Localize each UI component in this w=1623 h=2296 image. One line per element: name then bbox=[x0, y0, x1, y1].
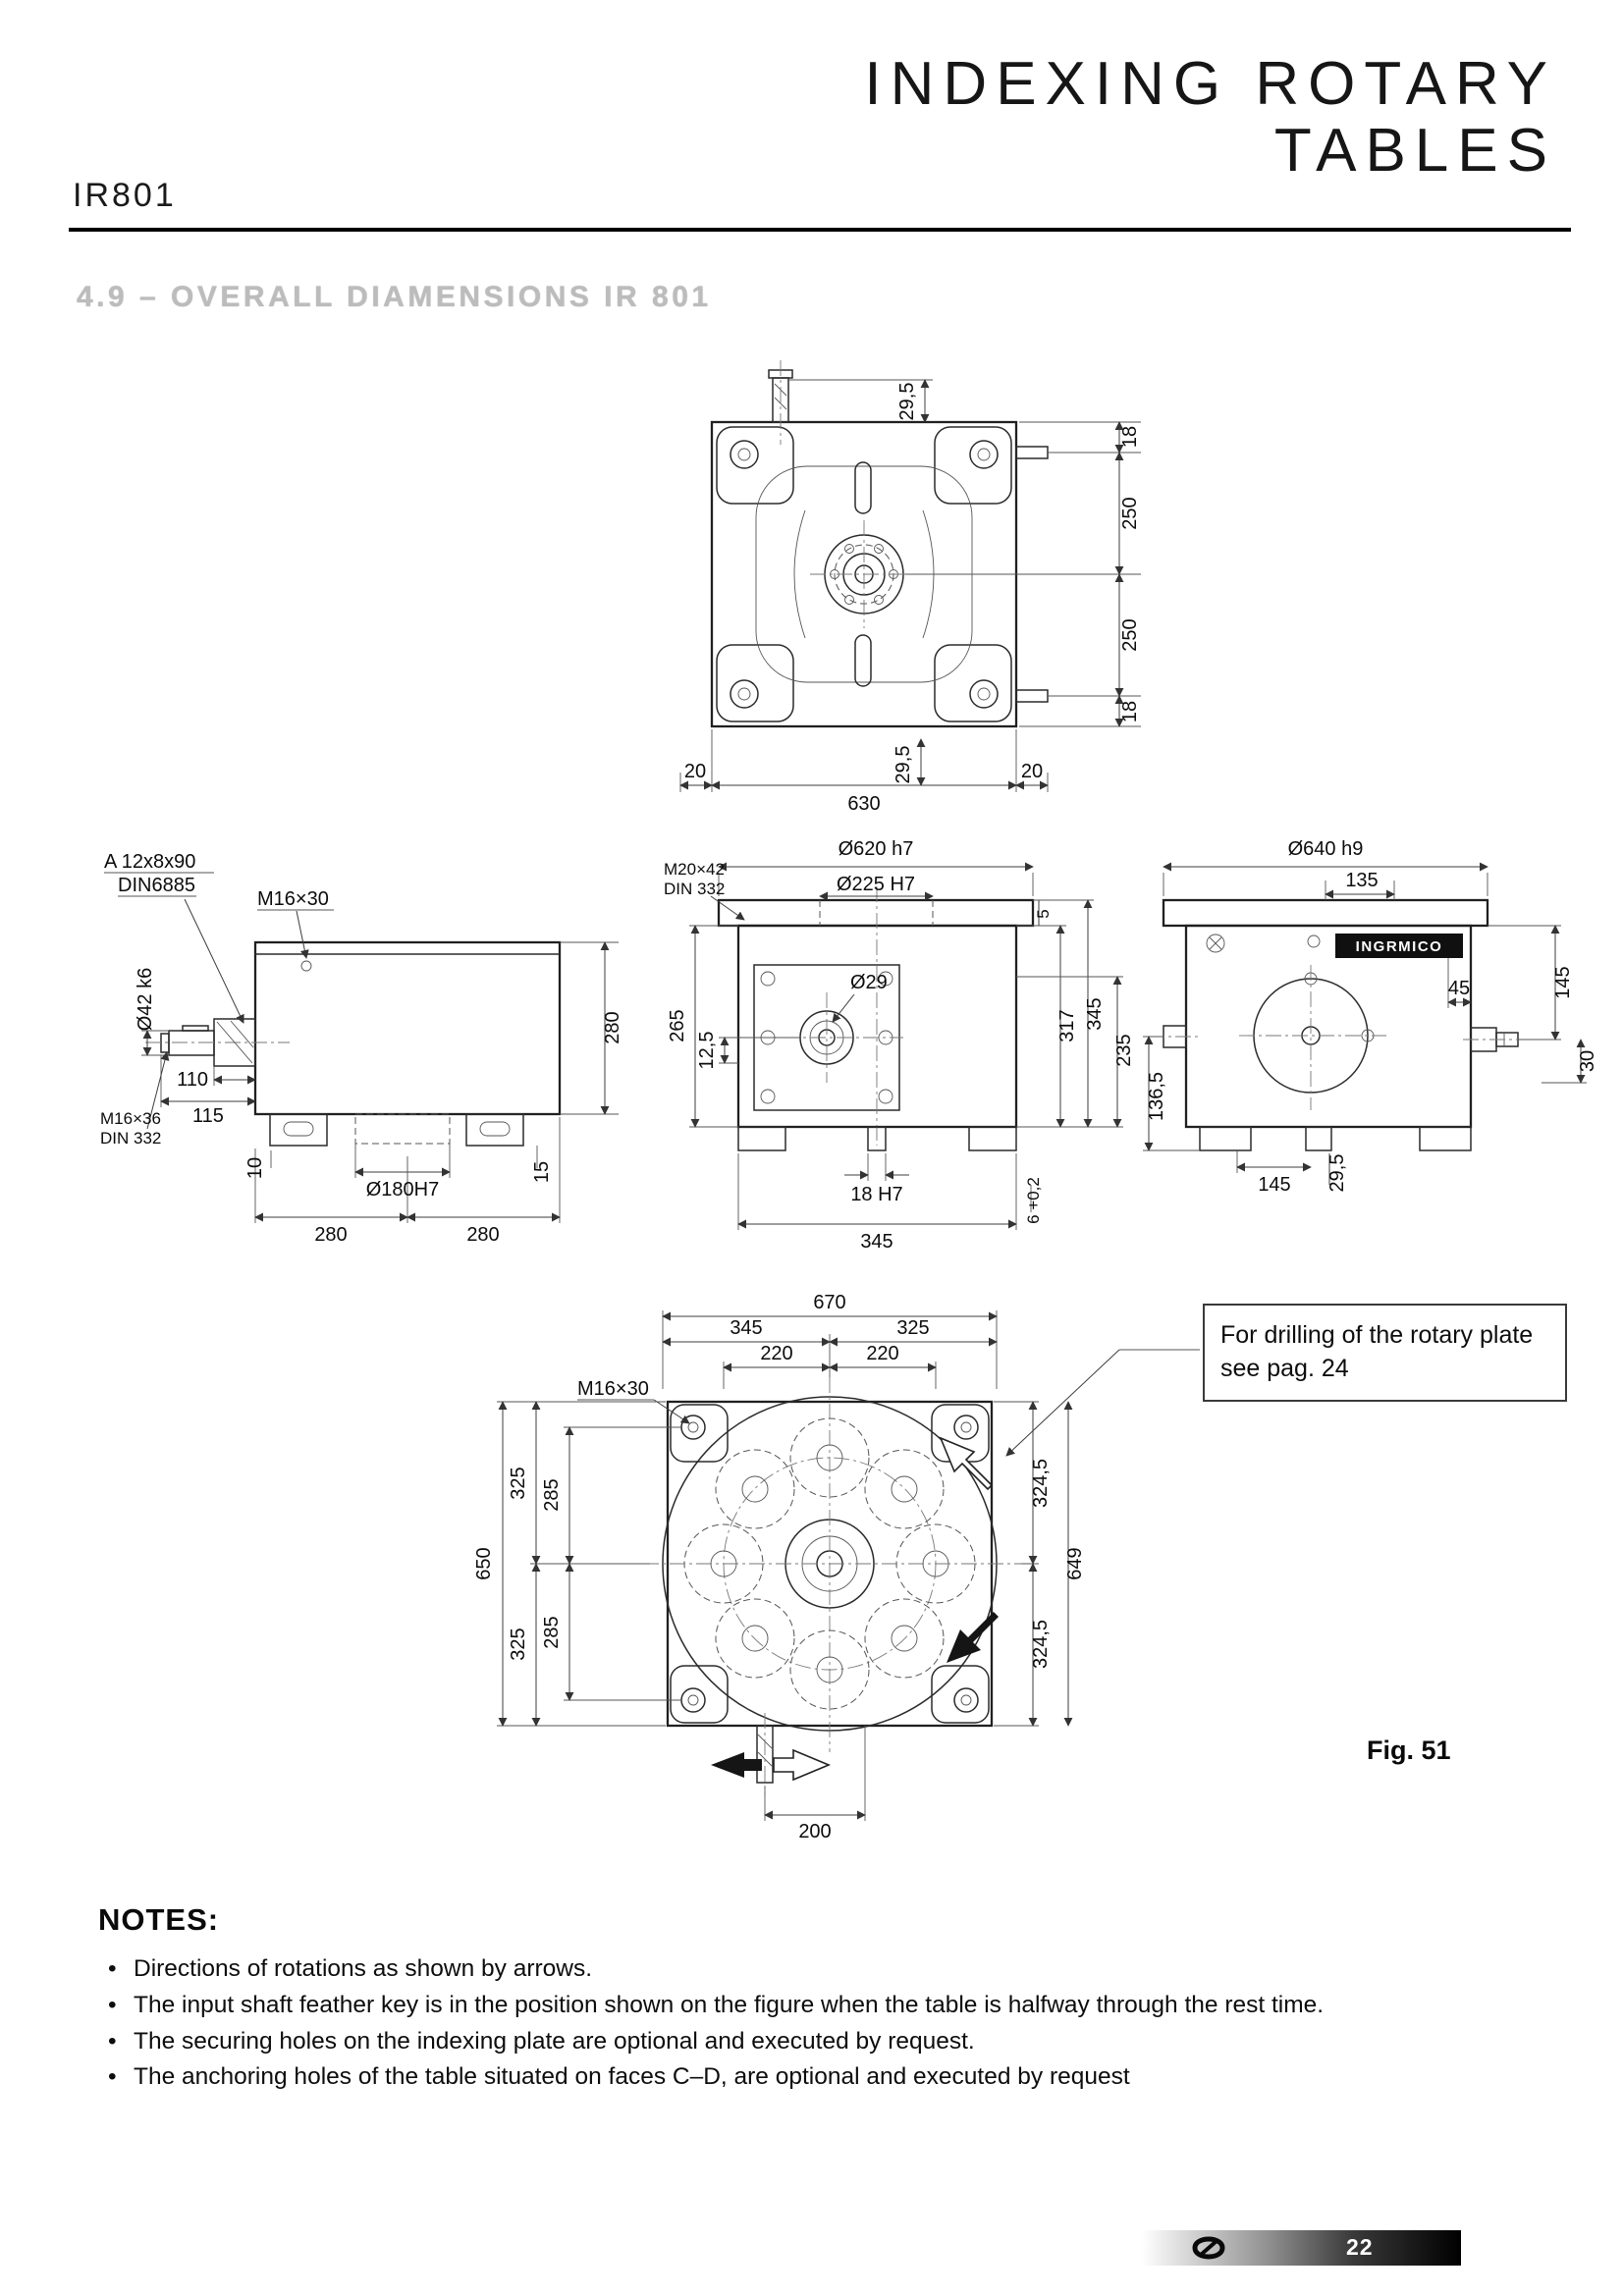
dim-label: 250 bbox=[1119, 497, 1141, 529]
dim-label: 145 bbox=[1552, 966, 1574, 998]
plan-view-body bbox=[643, 1377, 1021, 1796]
title-line-1: INDEXING ROTARY bbox=[864, 50, 1556, 118]
dim-label: 345 bbox=[730, 1317, 762, 1339]
dim-label: 18 bbox=[1119, 426, 1141, 448]
key-callout: A 12x8x90 bbox=[104, 851, 195, 873]
page-number: 22 bbox=[1346, 2234, 1374, 2260]
dim-label: 250 bbox=[1119, 618, 1141, 651]
drilling-note-callout: For drilling of the rotary plate see pag… bbox=[1203, 1304, 1567, 1402]
dim-label: 6 +0,2 bbox=[1024, 1177, 1043, 1224]
dim-label: 285 bbox=[541, 1478, 563, 1511]
rotation-arrow-ccw bbox=[939, 1436, 994, 1491]
figure-label: Fig. 51 bbox=[1367, 1735, 1451, 1765]
dim-label: Ø620 h7 bbox=[839, 839, 914, 860]
dim-label: 29,5 bbox=[896, 383, 918, 421]
rotation-arrow-cw bbox=[947, 1612, 999, 1663]
top-view-body bbox=[710, 360, 1049, 728]
dim-label: 15 bbox=[531, 1161, 553, 1183]
thread-standard: DIN 332 bbox=[100, 1129, 161, 1148]
dim-label: 235 bbox=[1113, 1034, 1135, 1066]
note-item: The input shaft feather key is in the po… bbox=[98, 1988, 1502, 2024]
dim-label: 325 bbox=[508, 1467, 529, 1499]
dim-label: 135 bbox=[1345, 870, 1378, 891]
dim-label: 12,5 bbox=[696, 1032, 718, 1070]
side-view-right-drawing: Ø640 h9 135 INGRMICO 45 145 30 136,5 145… bbox=[1143, 839, 1598, 1196]
dim-label: 265 bbox=[667, 1009, 688, 1041]
thread-callout: M16×30 bbox=[577, 1378, 649, 1400]
right-view-dimensions: Ø640 h9 135 INGRMICO 45 145 30 136,5 145… bbox=[1143, 839, 1598, 1196]
dim-label: 18 bbox=[1119, 701, 1141, 722]
left-view-dimensions: A 12x8x90 DIN6885 M16×30 Ø42 k6 110 115 … bbox=[100, 851, 623, 1246]
top-view-dimensions: 29,5 18 250 250 18 20 630 29,5 20 bbox=[679, 379, 1141, 815]
dim-label: 20 bbox=[684, 761, 706, 782]
dim-label: 317 bbox=[1056, 1009, 1078, 1041]
thread-callout: M16×36 bbox=[100, 1109, 161, 1128]
front-view-body bbox=[717, 886, 1035, 1151]
thread-callout: M20×42 bbox=[664, 860, 725, 879]
dim-label: 670 bbox=[813, 1292, 845, 1313]
note-item: Directions of rotations as shown by arro… bbox=[98, 1951, 1502, 1988]
dim-label: 280 bbox=[602, 1011, 623, 1043]
dim-label: 650 bbox=[473, 1547, 495, 1579]
dim-label: 29,5 bbox=[893, 746, 914, 784]
dim-label: 110 bbox=[177, 1069, 208, 1091]
dim-label: Ø42 k6 bbox=[135, 968, 156, 1031]
logo-text: INGRMICO bbox=[1356, 938, 1443, 955]
dim-label: Ø180H7 bbox=[366, 1179, 440, 1201]
dim-label: 45 bbox=[1448, 978, 1470, 999]
dim-label: 220 bbox=[866, 1343, 898, 1364]
direction-arrow-left bbox=[711, 1752, 762, 1778]
notes-title: NOTES: bbox=[98, 1902, 220, 1937]
dim-label: Ø225 H7 bbox=[837, 874, 915, 895]
notes-list: Directions of rotations as shown by arro… bbox=[98, 1951, 1502, 2096]
note-item: The securing holes on the indexing plate… bbox=[98, 2024, 1502, 2060]
dim-label: 115 bbox=[192, 1105, 224, 1127]
key-standard: DIN6885 bbox=[118, 875, 195, 896]
front-view-drawing: Ø620 h7 Ø225 H7 M20×42 DIN 332 Ø29 12,5 … bbox=[664, 839, 1135, 1253]
title-line-2: TABLES bbox=[1273, 117, 1556, 185]
front-view-dimensions: Ø620 h7 Ø225 H7 M20×42 DIN 332 Ø29 12,5 … bbox=[664, 839, 1135, 1253]
dim-label: Ø640 h9 bbox=[1288, 839, 1364, 860]
dim-label: 20 bbox=[1021, 761, 1043, 782]
side-view-left-drawing: A 12x8x90 DIN6885 M16×30 Ø42 k6 110 115 … bbox=[100, 851, 623, 1246]
dim-label: 280 bbox=[314, 1224, 347, 1246]
plan-view-drawing: 670 345 325 220 220 M16×30 650 325 325 2… bbox=[473, 1292, 1200, 1842]
plan-view-dimensions: 670 345 325 220 220 M16×30 650 325 325 2… bbox=[473, 1292, 1200, 1842]
brand-knot-icon bbox=[1192, 2236, 1225, 2260]
thread-callout: M16×30 bbox=[257, 888, 329, 910]
section-title: 4.9 – OVERALL DIAMENSIONS IR 801 bbox=[77, 281, 712, 313]
model-code: IR801 bbox=[73, 177, 177, 214]
dim-label: 136,5 bbox=[1146, 1072, 1167, 1121]
dim-label: 18 H7 bbox=[850, 1184, 902, 1205]
right-view-body bbox=[1149, 898, 1542, 1151]
dim-label: 200 bbox=[798, 1821, 831, 1842]
dim-label: 280 bbox=[466, 1224, 499, 1246]
dim-label: 630 bbox=[847, 793, 880, 815]
dim-label: 345 bbox=[860, 1231, 893, 1253]
page-title: INDEXING ROTARY TABLES bbox=[864, 54, 1556, 182]
dim-label: 145 bbox=[1258, 1174, 1290, 1196]
dim-label: 345 bbox=[1084, 997, 1106, 1030]
dim-label: 325 bbox=[896, 1317, 929, 1339]
notes-section: NOTES: Directions of rotations as shown … bbox=[98, 1902, 1502, 2096]
top-view-drawing: 29,5 18 250 250 18 20 630 29,5 20 bbox=[679, 360, 1141, 815]
dim-label: 30 bbox=[1577, 1050, 1598, 1072]
direction-arrow-right bbox=[773, 1748, 832, 1782]
dim-label: 220 bbox=[760, 1343, 792, 1364]
thread-standard: DIN 332 bbox=[664, 880, 725, 898]
logo-plate bbox=[1335, 934, 1463, 958]
dim-label: 324,5 bbox=[1030, 1459, 1052, 1508]
dim-label: 29,5 bbox=[1326, 1154, 1348, 1193]
note-item: The anchoring holes of the table situate… bbox=[98, 2059, 1502, 2096]
footer-bar: 22 bbox=[1142, 2230, 1461, 2266]
dim-label: Ø29 bbox=[850, 972, 888, 993]
dim-label: 325 bbox=[508, 1628, 529, 1660]
dim-label: 285 bbox=[541, 1616, 563, 1648]
dim-label: 10 bbox=[244, 1157, 266, 1179]
dim-label: 649 bbox=[1064, 1547, 1086, 1579]
dim-label: 324,5 bbox=[1030, 1620, 1052, 1669]
dim-label: 5 bbox=[1034, 909, 1053, 918]
header-rule bbox=[69, 228, 1571, 232]
